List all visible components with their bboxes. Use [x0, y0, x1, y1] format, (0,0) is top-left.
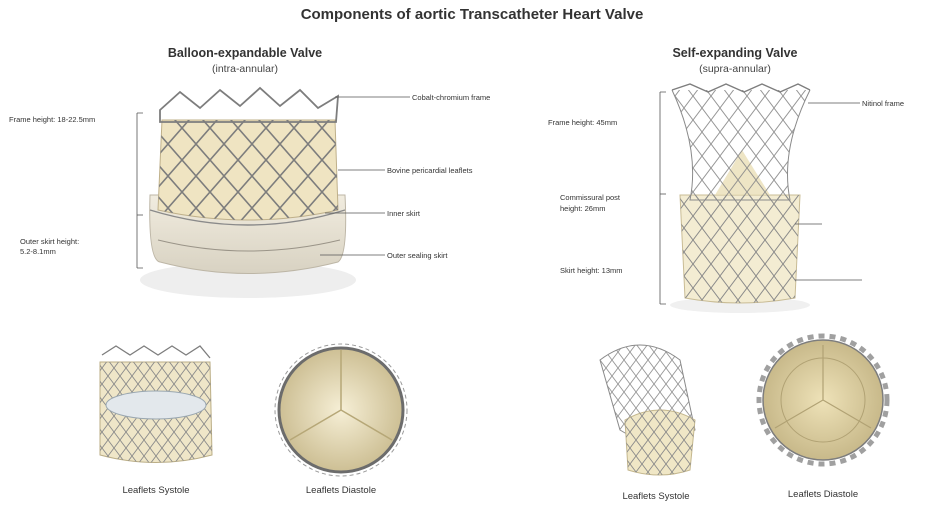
self-systole-image	[600, 345, 695, 475]
balloon-systole-caption: Leaflets Systole	[106, 485, 206, 496]
balloon-inner-skirt-label: Inner skirt	[387, 209, 420, 219]
self-frame-material-label: Nitinol frame	[862, 99, 904, 109]
self-diastole-image	[759, 336, 887, 464]
self-frame-height-label: Frame height: 45mm	[548, 118, 617, 128]
self-skirt-height-label: Skirt height: 13mm	[560, 266, 623, 276]
balloon-systole-image	[100, 346, 212, 463]
balloon-outer-skirt-height-value: 5.2-8.1mm	[20, 247, 56, 257]
self-commissural-value: height: 26mm	[560, 204, 605, 214]
balloon-leaflets-label: Bovine pericardial leaflets	[387, 166, 472, 176]
balloon-outer-skirt-height-label: Outer skirt height:	[20, 237, 79, 247]
balloon-expandable-valve-image	[140, 88, 356, 298]
balloon-diastole-image	[275, 344, 407, 476]
self-systole-caption: Leaflets Systole	[606, 491, 706, 502]
balloon-frame-material-label: Cobalt-chromium frame	[412, 93, 490, 103]
self-expanding-valve-image	[670, 84, 810, 313]
balloon-diastole-caption: Leaflets Diastole	[291, 485, 391, 496]
self-commissural-label: Commissural post	[560, 193, 620, 203]
balloon-frame-height-label: Frame height: 18-22.5mm	[9, 115, 95, 125]
balloon-outer-skirt-label: Outer sealing skirt	[387, 251, 447, 261]
self-diastole-caption: Leaflets Diastole	[773, 489, 873, 500]
